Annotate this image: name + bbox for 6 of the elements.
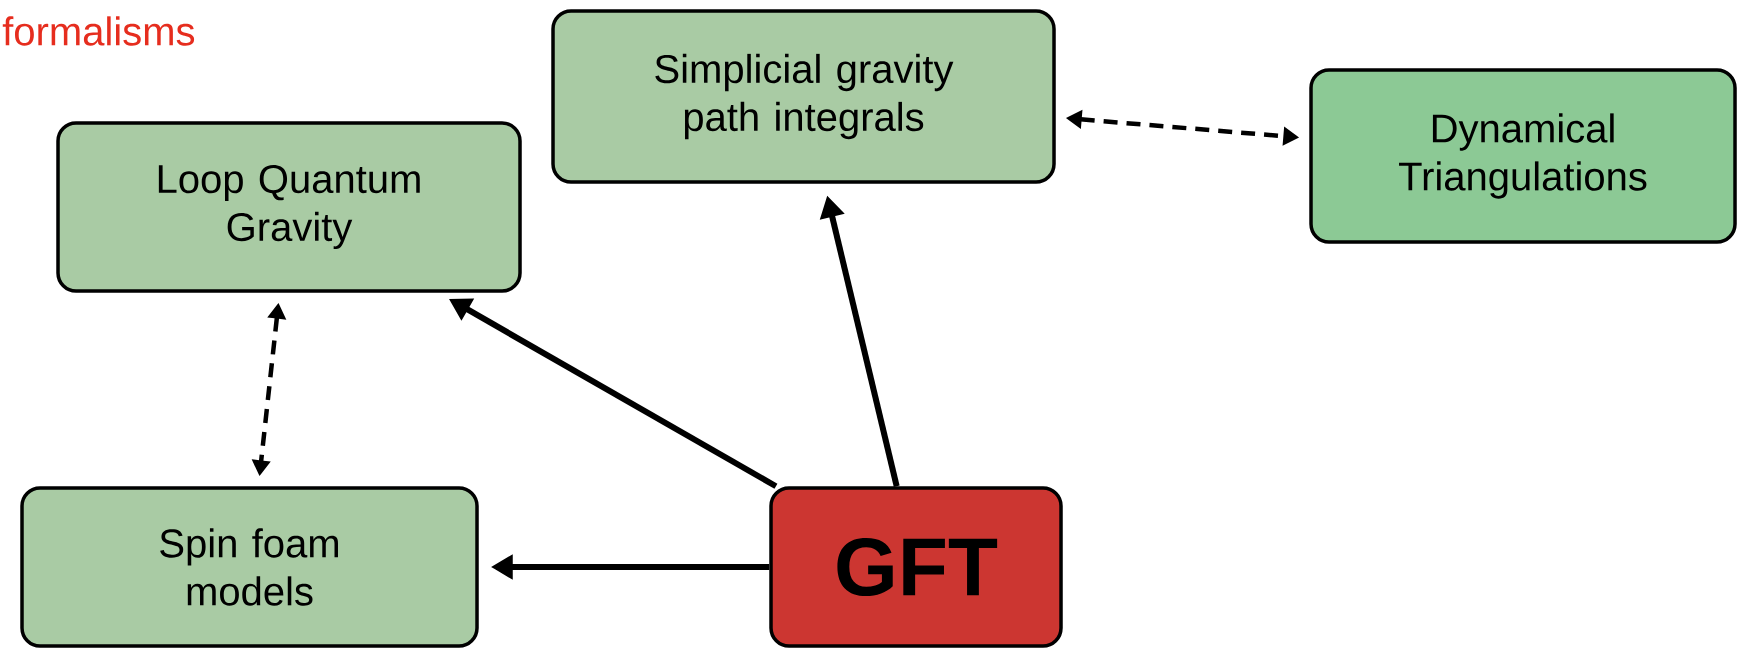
process-box: Simplicial gravity path integrals <box>551 9 1056 184</box>
gft-box: GFT <box>769 486 1063 648</box>
process-box: Loop Quantum Gravity <box>56 121 522 293</box>
process-box: Dynamical Triangulations <box>1309 68 1737 244</box>
heading-text: formalisms <box>2 16 195 46</box>
process-box: Spin foam models <box>20 486 479 648</box>
